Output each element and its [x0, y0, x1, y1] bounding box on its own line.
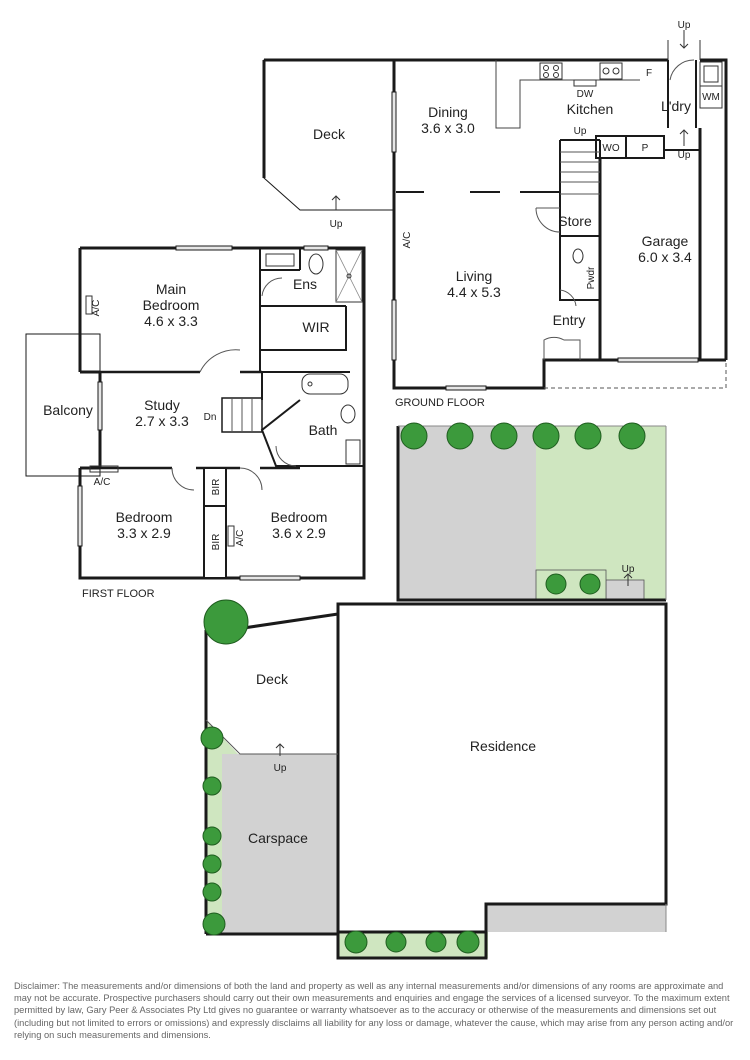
living-label: Living	[456, 268, 493, 284]
dining-size: 3.6 x 3.0	[421, 120, 475, 136]
bedroom-right-ac-label: A/C	[235, 530, 246, 547]
main-bedroom-label-2: Bedroom	[143, 297, 200, 313]
yard-tree	[400, 422, 646, 595]
ensuite-label: Ens	[293, 276, 317, 292]
laundry-up-side: Up	[678, 150, 691, 161]
bedroom-right-size: 3.6 x 2.9	[272, 525, 326, 541]
bedroom-left-label: Bedroom	[116, 509, 173, 525]
front-lawn	[206, 720, 240, 934]
carspace-label: Carspace	[248, 830, 308, 846]
wir-label: WIR	[302, 319, 329, 335]
study-size: 2.7 x 3.3	[135, 413, 189, 429]
disclaimer-text: Disclaimer: The measurements and/or dime…	[14, 981, 734, 1040]
carspace-paving	[222, 754, 338, 934]
garage-label: Garage	[642, 233, 689, 249]
bath-label: Bath	[309, 422, 338, 438]
ground-floor-label: GROUND FLOOR	[395, 397, 485, 409]
ground-floor-plan: Deck Up Dining 3.6 x 3.0 DW Kitchen F Up…	[262, 20, 728, 409]
laundry-label: L'dry	[661, 98, 691, 114]
bir-top-label: BIR	[211, 479, 222, 496]
yard-up-label: Up	[622, 564, 635, 575]
ground-deck-label: Deck	[313, 126, 346, 142]
main-bedroom-ac-label: A/C	[91, 300, 102, 317]
balcony-area	[25, 333, 101, 477]
wo-label: WO	[602, 143, 619, 154]
front-deck-up-label: Up	[274, 763, 287, 774]
living-ac-label: A/C	[402, 232, 413, 249]
site-plan: Up Deck Up Carspace Residence	[200, 422, 668, 960]
kitchen-label: Kitchen	[567, 101, 614, 117]
bedroom-right-label: Bedroom	[271, 509, 328, 525]
dining-label: Dining	[428, 104, 468, 120]
ground-outer-wall	[392, 58, 728, 390]
main-bedroom-label: Main	[156, 281, 186, 297]
entry-label: Entry	[553, 312, 586, 328]
first-floor-label: FIRST FLOOR	[82, 588, 155, 600]
bedroom-left-ac-label: A/C	[94, 477, 111, 488]
side-paving	[338, 904, 666, 934]
garage-size: 6.0 x 3.4	[638, 249, 692, 265]
ground-deck-up-label: Up	[330, 219, 343, 230]
store-label: Store	[558, 213, 592, 229]
balcony-label: Balcony	[43, 402, 93, 418]
pantry-label: P	[642, 143, 649, 154]
study-dn-label: Dn	[204, 412, 217, 423]
main-bedroom-size: 4.6 x 3.3	[144, 313, 198, 329]
living-size: 4.4 x 5.3	[447, 284, 501, 300]
front-tree	[200, 599, 480, 954]
fridge-label: F	[646, 68, 652, 79]
dishwasher-label: DW	[577, 89, 594, 100]
front-deck-label: Deck	[256, 671, 289, 687]
laundry-up-top: Up	[678, 20, 691, 31]
yard-paving	[398, 426, 536, 600]
residence-label: Residence	[470, 738, 536, 754]
bir-bottom-label: BIR	[211, 534, 222, 551]
first-floor-plan: Main Bedroom 4.6 x 3.3 A/C Ens WIR Balco…	[25, 245, 366, 600]
bedroom-left-size: 3.3 x 2.9	[117, 525, 171, 541]
pwdr-label: Pwdr	[586, 266, 597, 289]
washing-machine-label: WM	[702, 92, 720, 103]
study-label: Study	[144, 397, 180, 413]
stair-up-label: Up	[574, 126, 587, 137]
